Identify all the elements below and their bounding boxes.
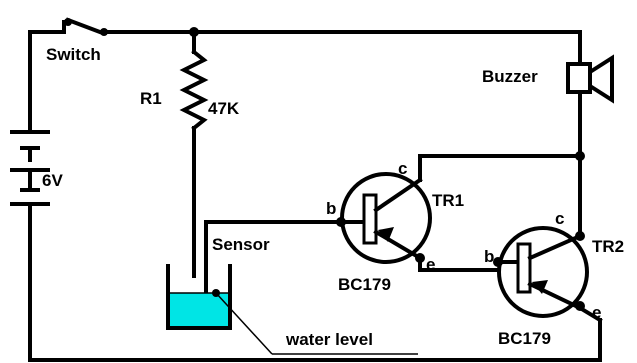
tr1-b-label: b — [326, 199, 336, 218]
tr1-part-label: BC179 — [338, 275, 391, 294]
tr1-c-label: c — [398, 159, 407, 178]
switch-symbol — [62, 17, 108, 36]
transistor-tr2 — [493, 226, 603, 362]
r1-label: R1 — [140, 89, 162, 108]
resistor-r1 — [179, 30, 209, 278]
battery-label: 6V — [42, 171, 63, 190]
tr2-part-label: BC179 — [498, 329, 551, 348]
sensor-wire — [204, 220, 338, 294]
water-container — [166, 264, 232, 330]
buzzer-label: Buzzer — [482, 67, 538, 86]
tr1-e-label: e — [426, 255, 435, 274]
battery-symbol — [10, 130, 50, 206]
water-level-pointer — [215, 292, 418, 355]
r1-value-label: 47K — [208, 99, 240, 118]
sensor-label: Sensor — [212, 235, 270, 254]
water-level-label: water level — [285, 330, 373, 349]
transistor-tr1 — [334, 154, 502, 272]
buzzer-symbol — [566, 54, 614, 158]
tr1-label: TR1 — [432, 191, 464, 210]
tr2-e-label: e — [592, 303, 601, 322]
tr2-label: TR2 — [592, 237, 624, 256]
top-wire — [28, 30, 582, 66]
tr2-b-label: b — [484, 247, 494, 266]
water — [168, 293, 230, 328]
tr2-c-label: c — [555, 209, 564, 228]
switch-label: Switch — [46, 45, 101, 64]
